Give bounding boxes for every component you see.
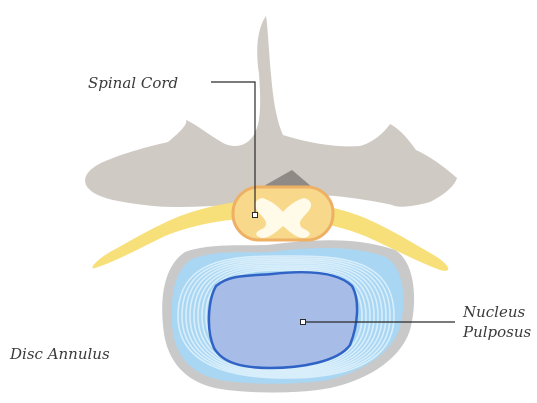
spinal-cord-label: Spinal Cord: [88, 73, 178, 93]
nucleus-pulposus: [209, 272, 357, 368]
nucleus-label-line1: Nucleus: [463, 302, 531, 322]
vertebra-bone: [85, 16, 457, 207]
nucleus-pulposus-label: Nucleus Pulposus: [463, 302, 531, 342]
disc-annulus-label: Disc Annulus: [10, 344, 110, 364]
nucleus-label-line2: Pulposus: [463, 322, 531, 342]
nucleus-marker: [301, 320, 306, 325]
spinal-cord-marker: [253, 213, 258, 218]
